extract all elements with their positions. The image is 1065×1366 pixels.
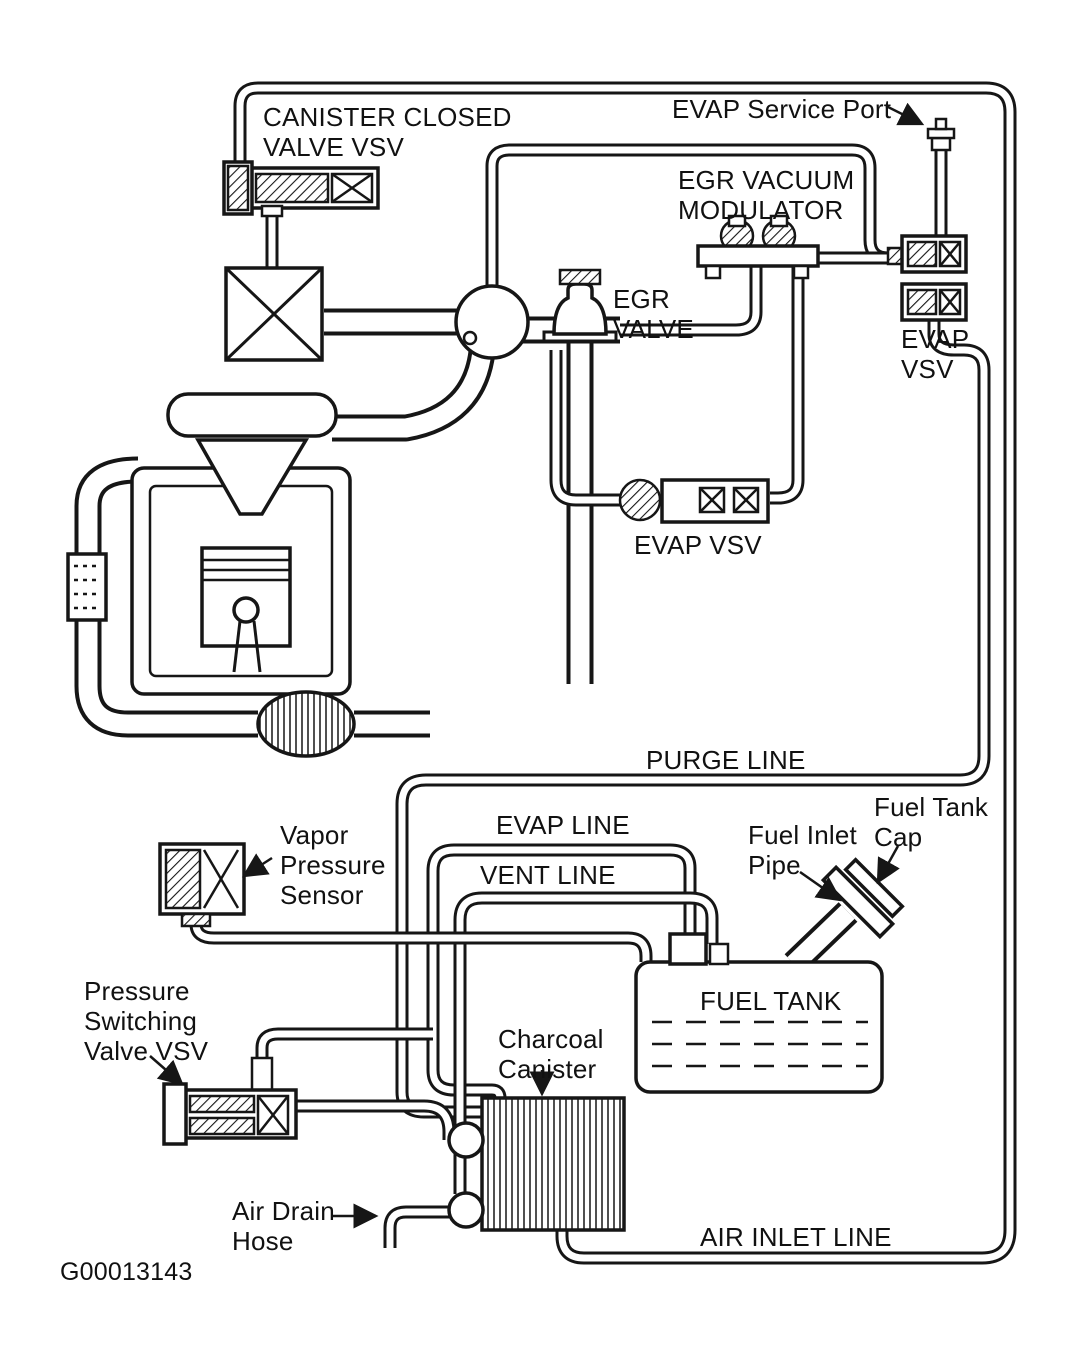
evap-vsv-center-component bbox=[618, 478, 770, 524]
figure-id: G00013143 bbox=[60, 1258, 193, 1286]
vapor-pressure-sensor-hose bbox=[196, 924, 646, 962]
arrow-fuel-tank-cap bbox=[876, 845, 900, 885]
arrow-vapor-pressure-sensor bbox=[241, 853, 273, 878]
egr-valve-component bbox=[542, 268, 618, 344]
fuel-filler-pipe bbox=[794, 912, 848, 964]
fuel-tank-component bbox=[634, 932, 884, 1094]
label-air-inlet-line: AIR INLET LINE bbox=[700, 1222, 892, 1252]
label-vent-line: VENT LINE bbox=[480, 860, 616, 890]
label-canister-closed-valve-vsv: CANISTER CLOSED VALVE VSV bbox=[263, 102, 512, 163]
label-fuel-tank: FUEL TANK bbox=[700, 986, 842, 1016]
egr-vacuum-modulator-component bbox=[696, 214, 820, 280]
evap-service-port-fitting bbox=[926, 117, 956, 152]
label-purge-line: PURGE LINE bbox=[646, 745, 806, 775]
arrow-pressure-switching-valve bbox=[149, 1055, 184, 1086]
label-egr-valve: EGR VALVE bbox=[613, 284, 694, 345]
coolant-reservoir bbox=[66, 552, 108, 622]
catalytic-converter bbox=[256, 690, 356, 758]
air-drain-hose-shape bbox=[390, 1212, 452, 1248]
label-evap-service-port: EVAP Service Port bbox=[672, 94, 892, 124]
label-charcoal-canister: Charcoal Canister bbox=[498, 1024, 604, 1085]
intake-plenum bbox=[454, 284, 530, 360]
label-egr-vacuum-modulator: EGR VACUUM MODULATOR bbox=[678, 165, 855, 226]
label-fuel-inlet-pipe: Fuel Inlet Pipe bbox=[748, 820, 857, 881]
arrow-fuel-inlet-pipe bbox=[799, 870, 843, 902]
piston bbox=[200, 546, 292, 673]
canister-closed-valve-vsv-component bbox=[222, 160, 380, 218]
arrow-evap-service-port bbox=[885, 102, 925, 126]
label-evap-vsv-center: EVAP VSV bbox=[634, 530, 762, 560]
vapor-pressure-sensor-component bbox=[158, 842, 246, 928]
throttle-body bbox=[224, 266, 324, 362]
label-pressure-switching-valve-vsv: Pressure Switching Valve VSV bbox=[84, 976, 209, 1067]
label-evap-line: EVAP LINE bbox=[496, 810, 630, 840]
evap-vsv-right-component bbox=[886, 234, 968, 322]
label-air-drain-hose: Air Drain Hose bbox=[232, 1196, 335, 1257]
callout-arrows bbox=[149, 102, 925, 1229]
egr-pipe bbox=[520, 330, 620, 684]
label-vapor-pressure-sensor: Vapor Pressure Sensor bbox=[280, 820, 386, 911]
pressure-switching-valve-vsv-component bbox=[162, 1056, 298, 1146]
engine-block bbox=[66, 392, 352, 696]
label-evap-vsv-right: EVAP VSV bbox=[901, 324, 970, 385]
label-fuel-tank-cap: Fuel Tank Cap bbox=[874, 792, 989, 853]
charcoal-canister-component bbox=[447, 1096, 626, 1232]
